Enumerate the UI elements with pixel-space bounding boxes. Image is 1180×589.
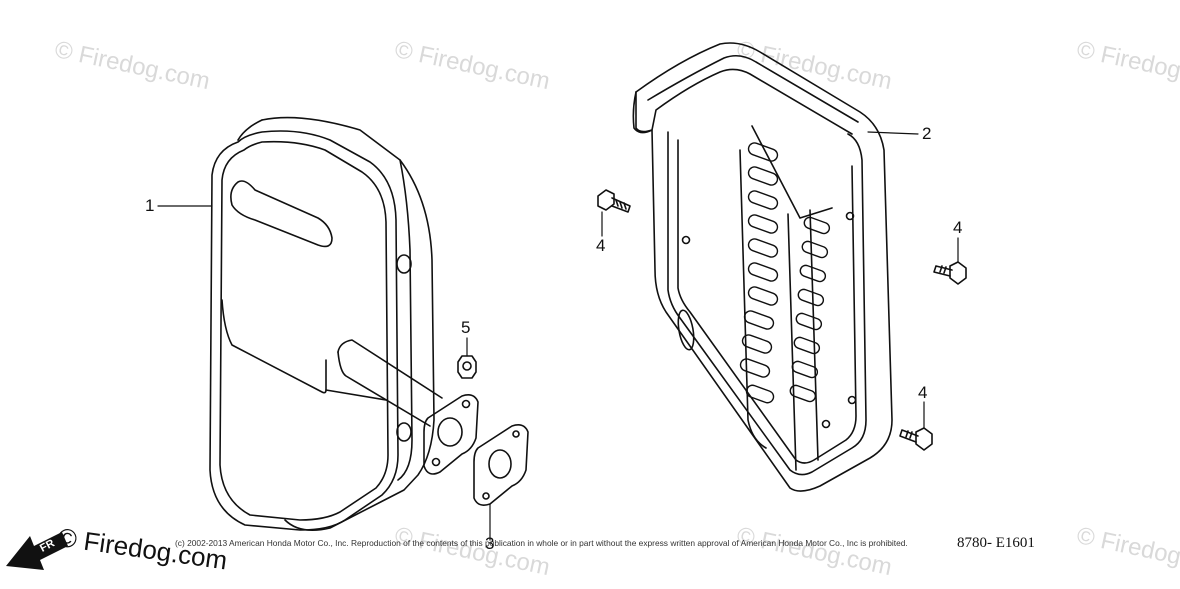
flange-bolt-icon	[933, 261, 967, 285]
muffler-icon	[209, 116, 479, 531]
front-direction-arrow-icon	[6, 532, 68, 570]
louver-slots	[739, 142, 831, 404]
copyright-notice: (c) 2002-2013 American Honda Motor Co., …	[175, 538, 908, 548]
diagram-code: 8780- E1601	[957, 535, 1035, 551]
callout-4: 4	[918, 383, 928, 402]
callout-1: 1	[145, 196, 155, 215]
callout-3: 3	[485, 534, 495, 553]
muffler-protector-icon	[632, 42, 893, 492]
flange-bolt-icon	[597, 189, 631, 213]
nut-icon	[457, 355, 477, 379]
flange-bolt-icon	[899, 427, 933, 451]
gasket-icon	[473, 424, 529, 506]
callout-5: 5	[461, 318, 471, 337]
leader-lines	[157, 131, 959, 541]
callout-2: 2	[922, 124, 932, 143]
callout-4: 4	[953, 218, 963, 237]
callout-4: 4	[596, 236, 606, 255]
